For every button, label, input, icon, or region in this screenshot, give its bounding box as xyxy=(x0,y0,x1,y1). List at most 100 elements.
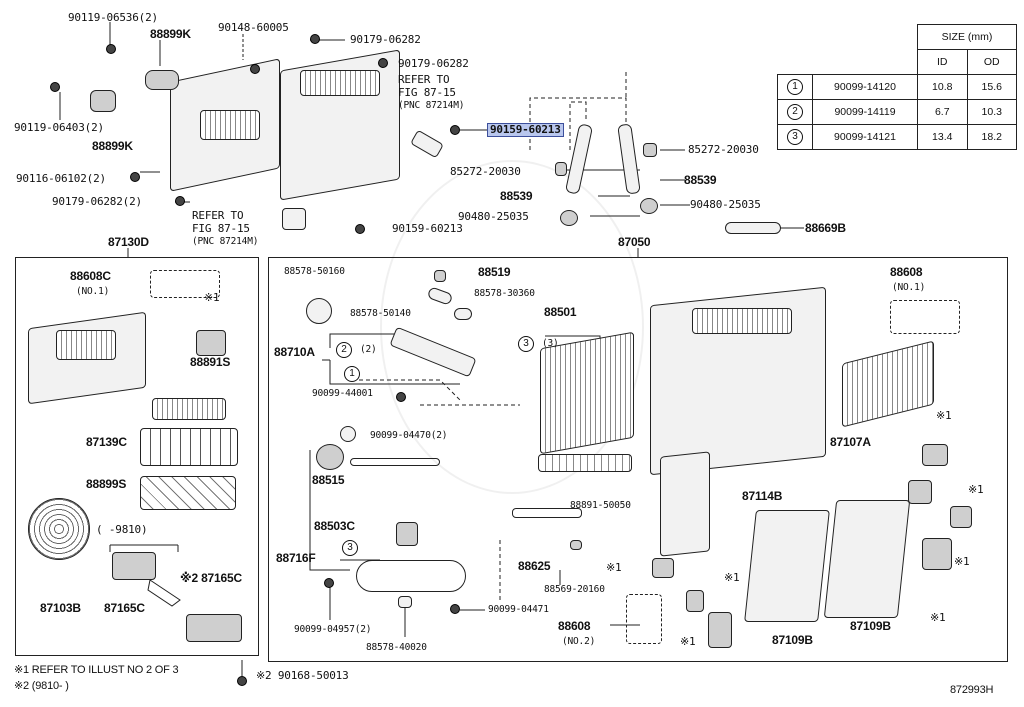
part-number: 90099-14120 xyxy=(812,74,918,100)
grommet-art xyxy=(640,198,658,214)
part-label: 88569-20160 xyxy=(544,584,605,595)
part-label: 90159-60213 xyxy=(392,222,463,235)
servo-art xyxy=(950,506,972,528)
part-label: 90480-25035 xyxy=(458,210,529,223)
part-label: 90148-60005 xyxy=(218,21,289,34)
part-label: 90099-04471 xyxy=(488,604,549,615)
valve-art xyxy=(316,444,344,470)
bolt-icon xyxy=(450,125,460,135)
part-label: 88578-50140 xyxy=(350,308,411,319)
part-label: 90119-06536(2) xyxy=(68,11,158,24)
refer-label: (PNC 87214M) xyxy=(192,236,259,247)
circle-number: 1 xyxy=(344,366,360,382)
circle-number: 2 xyxy=(787,104,803,120)
servo-art xyxy=(186,614,242,642)
bolt-icon xyxy=(355,224,365,234)
part-label: 87139C xyxy=(86,435,127,449)
part-label: 90119-06403(2) xyxy=(14,121,104,134)
id-value: 13.4 xyxy=(917,124,968,150)
part-label: 90099-04957(2) xyxy=(294,624,372,635)
servo-art xyxy=(908,480,932,504)
refer-label: (PNC 87214M) xyxy=(398,100,465,111)
part-label: 87109B xyxy=(850,619,891,633)
bolt-icon xyxy=(106,44,116,54)
part-label: 85272-20030 xyxy=(450,165,521,178)
resistor-art xyxy=(196,330,226,356)
note-mark: ※1 xyxy=(204,291,220,304)
part-note: (2) xyxy=(360,344,377,355)
circle-number: 1 xyxy=(787,79,803,95)
highlighted-part-label[interactable]: 90159-60213 xyxy=(487,123,564,137)
louver-art xyxy=(200,110,260,140)
id-value: 10.8 xyxy=(917,74,968,100)
note-mark: ※1 xyxy=(930,611,946,624)
part-note: (NO.1) xyxy=(892,282,926,293)
part-label: 88578-40020 xyxy=(366,642,427,653)
servo-art xyxy=(652,558,674,578)
od-value: 18.2 xyxy=(966,124,1017,150)
air-filter-art xyxy=(140,428,238,466)
nut-icon xyxy=(310,34,320,44)
gasket-art xyxy=(145,70,179,90)
servo-art xyxy=(708,612,732,648)
o-ring-art xyxy=(340,426,356,442)
part-label: 87109B xyxy=(772,633,813,647)
nut-icon xyxy=(378,58,388,68)
part-label: 88891-50050 xyxy=(570,500,631,511)
part-note: (3) xyxy=(542,338,559,349)
part-label: 90099-44001 xyxy=(312,388,373,399)
bolt-icon xyxy=(324,578,334,588)
note-mark: ※1 xyxy=(680,635,696,648)
part-label: 88608 xyxy=(558,619,591,633)
note-mark: ※1 xyxy=(606,561,622,574)
capillary-art xyxy=(350,458,440,466)
gasket-art xyxy=(90,90,116,112)
note-mark: ※1 xyxy=(936,409,952,422)
refer-label: REFER TO xyxy=(192,209,244,222)
size-table: SIZE (mm) ID OD 1 90099-14120 10.8 15.6 … xyxy=(777,24,1017,150)
part-label: 88899K xyxy=(92,139,133,153)
part-label: 88716F xyxy=(276,551,316,565)
part-label: 88899S xyxy=(86,477,127,491)
vent-art xyxy=(300,70,380,96)
refer-label: FIG 87-15 xyxy=(398,86,456,99)
part-label: 88608C xyxy=(70,269,111,283)
vent-art xyxy=(692,308,792,334)
part-label: 88899K xyxy=(150,27,191,41)
clip-art xyxy=(643,143,657,157)
heater-assembly-box xyxy=(268,257,1008,662)
case-half-art xyxy=(744,510,830,622)
filter-cover-art xyxy=(140,476,236,510)
wire-harness-art xyxy=(150,270,220,298)
wire-harness-art xyxy=(626,594,662,644)
servo-art xyxy=(112,552,156,580)
part-label: 88515 xyxy=(312,473,345,487)
nut-icon xyxy=(175,196,185,206)
table-row: 3 90099-14121 13.4 18.2 xyxy=(777,124,1017,150)
bolt-icon xyxy=(250,64,260,74)
duct-art xyxy=(282,208,306,230)
part-note: (NO.2) xyxy=(562,636,596,647)
part-label: 88578-30360 xyxy=(474,288,535,299)
part-label: 90179-06282 xyxy=(398,57,469,70)
part-label: 88710A xyxy=(274,345,315,359)
size-header: SIZE (mm) xyxy=(917,24,1017,50)
servo-art xyxy=(922,538,952,570)
footnote: ※2 (9810- ) xyxy=(14,680,69,692)
grommet-art xyxy=(560,210,578,226)
seal-art xyxy=(538,454,632,472)
note-mark: ※1 xyxy=(724,571,740,584)
part-label: 87107A xyxy=(830,435,871,449)
part-label: 88625 xyxy=(518,559,551,573)
part-label: 87103B xyxy=(40,601,81,615)
footnote: ※1 REFER TO ILLUST NO 2 OF 3 xyxy=(14,664,179,676)
case-half-art xyxy=(660,451,710,557)
note-mark: ※1 xyxy=(954,555,970,568)
louver-art xyxy=(56,330,116,360)
watermark xyxy=(380,160,644,494)
part-note: (NO.1) xyxy=(76,286,110,297)
table-row: 1 90099-14120 10.8 15.6 xyxy=(777,74,1017,100)
filter-art xyxy=(152,398,226,420)
part-label: 88539 xyxy=(500,189,533,203)
